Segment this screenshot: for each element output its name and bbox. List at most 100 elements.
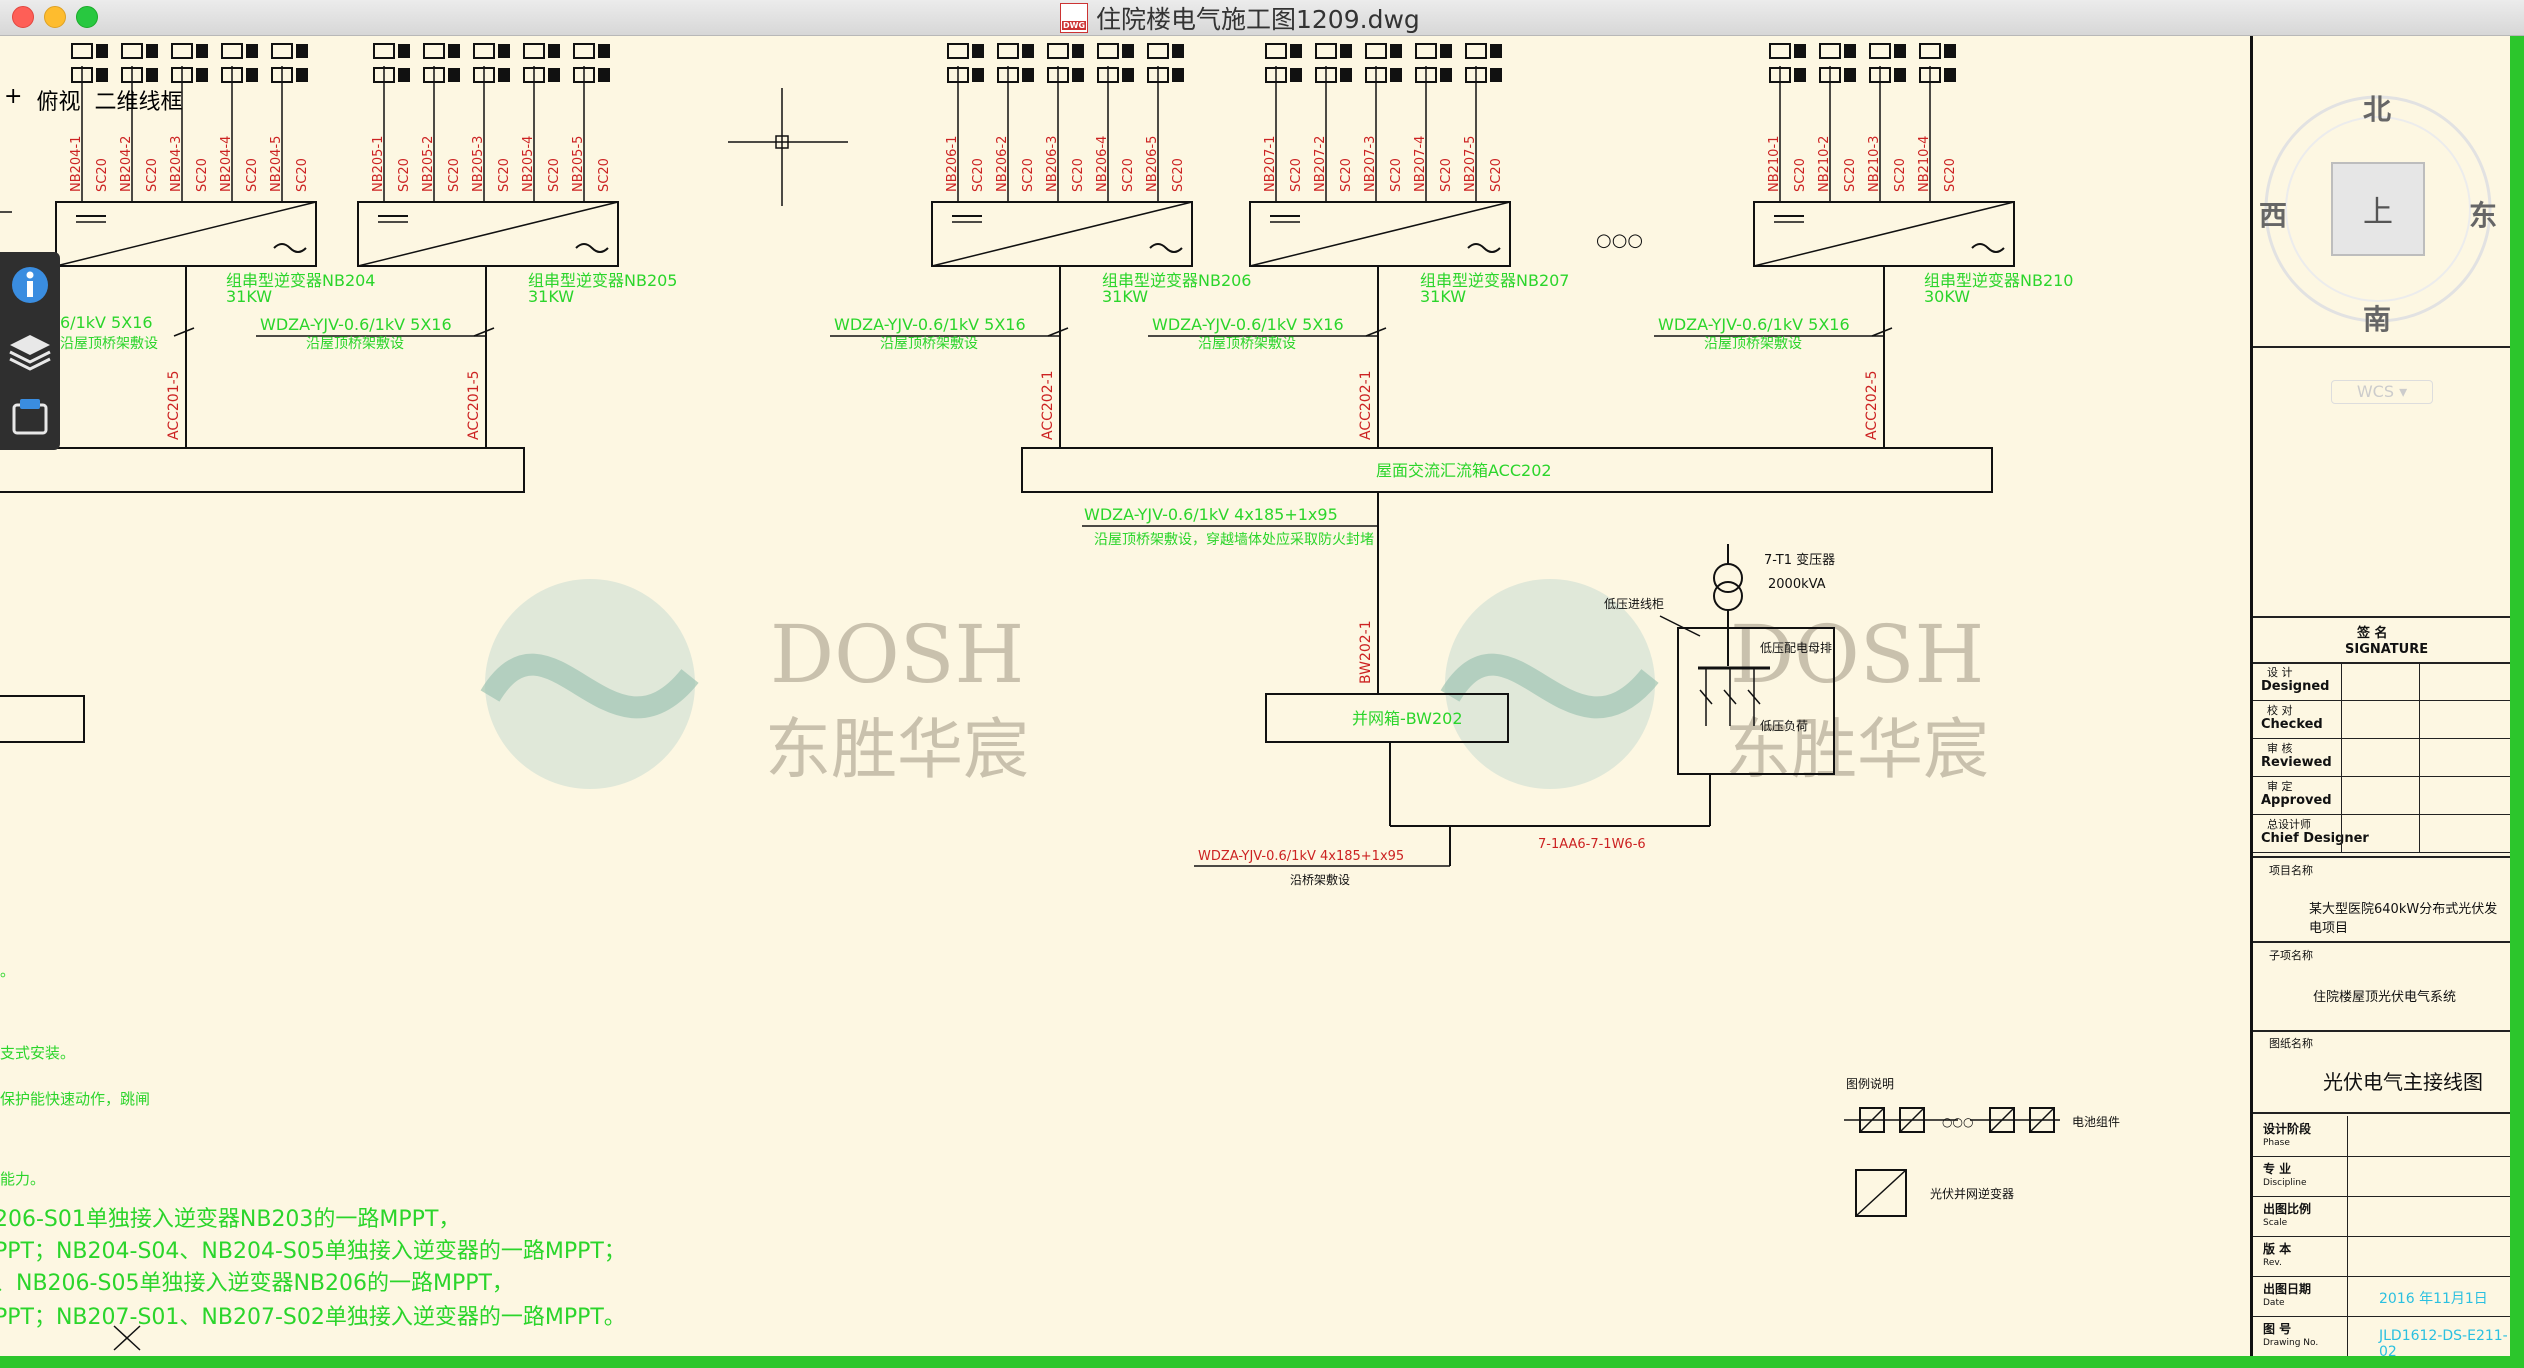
conduit-label: SC20 bbox=[195, 158, 210, 192]
main-cable-note: 沿屋顶桥架敷设，穿越墙体处应采取防火封堵 bbox=[1094, 531, 1374, 548]
pv-module-icon bbox=[1147, 67, 1169, 83]
pv-module-icon bbox=[246, 44, 258, 58]
title-block-divider bbox=[2253, 941, 2513, 943]
feeder-label: ACC201-5 bbox=[466, 370, 482, 440]
inverter-diagonal bbox=[1753, 201, 2015, 267]
inverter-box bbox=[1249, 201, 1511, 267]
inverter-power: 31KW bbox=[1102, 287, 1148, 306]
pv-module-icon bbox=[1072, 68, 1084, 82]
pv-module-icon bbox=[1122, 44, 1134, 58]
watermark-wave-icon bbox=[1440, 653, 1659, 719]
visual-style-button[interactable]: 二维线框 bbox=[94, 90, 183, 115]
pv-module-icon bbox=[1147, 43, 1169, 59]
compass-west[interactable]: 西 bbox=[2259, 199, 2288, 232]
layouts-icon bbox=[12, 399, 48, 435]
inverter-power: 31KW bbox=[1420, 287, 1466, 306]
pv-module-icon bbox=[1440, 68, 1452, 82]
feeder-label: ACC202-1 bbox=[1040, 370, 1056, 440]
legend-inverter-icon bbox=[1855, 1169, 1907, 1217]
pv-module-icon bbox=[548, 44, 560, 58]
title-block-divider bbox=[2253, 1030, 2513, 1032]
title-block-divider bbox=[2253, 856, 2513, 858]
legend-title: 图例说明 bbox=[1846, 1076, 1894, 1091]
right-scrollbar[interactable] bbox=[2510, 36, 2524, 1356]
string-circuit-label: NB210-1 bbox=[1767, 136, 1782, 192]
cable-spec: WDZA-YJV-0.6/1kV 5X16 bbox=[1152, 315, 1344, 334]
close-window-button[interactable] bbox=[12, 6, 34, 28]
wcs-dropdown[interactable]: WCS ▾ bbox=[2331, 380, 2433, 404]
compass-south[interactable]: 南 bbox=[2363, 303, 2392, 336]
pv-module-icon bbox=[196, 68, 208, 82]
view-cube-top-button[interactable]: 上 bbox=[2331, 162, 2425, 256]
tool-palette bbox=[0, 252, 60, 450]
design-note: 能力。 bbox=[0, 1170, 45, 1188]
pv-module-icon bbox=[1844, 68, 1856, 82]
layers-button[interactable] bbox=[8, 329, 52, 373]
string-circuit-label: NB205-5 bbox=[571, 136, 586, 192]
minimize-window-button[interactable] bbox=[44, 6, 66, 28]
string-circuit-label: NB204-4 bbox=[219, 136, 234, 192]
crosshair-cursor-icon bbox=[775, 135, 789, 149]
view-cube[interactable]: 上 北 南 东 西 WCS ▾ bbox=[2259, 56, 2503, 404]
breaker-icon bbox=[1747, 689, 1761, 705]
inverter-box bbox=[931, 201, 1193, 267]
legend-inverter-label: 光伏并网逆变器 bbox=[1930, 1186, 2014, 1201]
view-controls: + 俯视 二维线框 bbox=[0, 84, 186, 116]
grid-connection-box bbox=[1265, 693, 1509, 743]
cable-laying: 沿屋顶桥架敷设 bbox=[1704, 336, 1802, 352]
string-circuit-label: NB207-2 bbox=[1313, 136, 1328, 192]
cabinet-reference: 7-1AA6-7-1W6-6 bbox=[1538, 837, 1646, 852]
meta-row-en: Scale bbox=[2263, 1218, 2288, 1228]
transformer-icon bbox=[1713, 581, 1743, 611]
compass-east[interactable]: 东 bbox=[2469, 199, 2498, 232]
transformer-icon bbox=[1713, 563, 1743, 593]
pv-module-icon bbox=[972, 68, 984, 82]
conduit-label: SC20 bbox=[1021, 158, 1036, 192]
compass-north[interactable]: 北 bbox=[2363, 93, 2392, 126]
ac-symbol-icon bbox=[1971, 243, 2005, 253]
conduit-label: SC20 bbox=[1389, 158, 1404, 192]
pv-module-icon bbox=[1315, 67, 1337, 83]
layouts-button[interactable] bbox=[8, 395, 52, 439]
string-circuit-label: NB210-3 bbox=[1867, 136, 1882, 192]
conduit-label: SC20 bbox=[1793, 158, 1808, 192]
pv-module-icon bbox=[1072, 44, 1084, 58]
string-circuit-label: NB206-3 bbox=[1045, 136, 1060, 192]
grid-box-feeder-label: BW202-1 bbox=[1358, 620, 1374, 684]
pv-module-icon bbox=[1022, 68, 1034, 82]
conduit-label: SC20 bbox=[1943, 158, 1958, 192]
inverter-label: 组串型逆变器NB204 bbox=[226, 271, 376, 290]
combiner-box bbox=[1021, 447, 1993, 493]
signature-head: 签 名 bbox=[2357, 626, 2388, 641]
bottom-scrollbar[interactable] bbox=[0, 1356, 2524, 1368]
pv-module-icon bbox=[523, 43, 545, 59]
signature-row-en: Approved bbox=[2261, 793, 2332, 808]
design-note: 。 bbox=[0, 962, 15, 980]
info-button[interactable] bbox=[8, 263, 52, 307]
watermark-wave-icon bbox=[480, 653, 699, 719]
transformer-capacity: 2000kVA bbox=[1768, 577, 1826, 592]
pv-module-icon bbox=[598, 44, 610, 58]
pv-module-icon bbox=[1844, 44, 1856, 58]
pv-module-icon bbox=[1122, 68, 1134, 82]
pv-module-icon bbox=[573, 67, 595, 83]
pv-module-icon bbox=[373, 43, 395, 59]
zoom-window-button[interactable] bbox=[76, 6, 98, 28]
pv-module-icon bbox=[1172, 68, 1184, 82]
pv-module-icon bbox=[398, 68, 410, 82]
compass-ring-icon bbox=[2264, 95, 2492, 323]
viewport-plus-button[interactable]: + bbox=[4, 84, 23, 109]
cable-laying: 沿屋顶桥架敷设 bbox=[1198, 336, 1296, 352]
conduit-label: SC20 bbox=[295, 158, 310, 192]
drawing-name: 光伏电气主接线图 bbox=[2323, 1070, 2483, 1094]
pv-module-icon bbox=[398, 44, 410, 58]
pv-module-icon bbox=[573, 43, 595, 59]
pv-module-icon bbox=[498, 68, 510, 82]
view-direction-button[interactable]: 俯视 bbox=[36, 90, 81, 115]
string-circuit-label: NB205-3 bbox=[471, 136, 486, 192]
design-note: 、NB206-S05单独接入逆变器NB206的一路MPPT， bbox=[0, 1271, 514, 1296]
info-icon bbox=[12, 267, 48, 303]
watermark-text: DOSH bbox=[1730, 608, 1984, 701]
